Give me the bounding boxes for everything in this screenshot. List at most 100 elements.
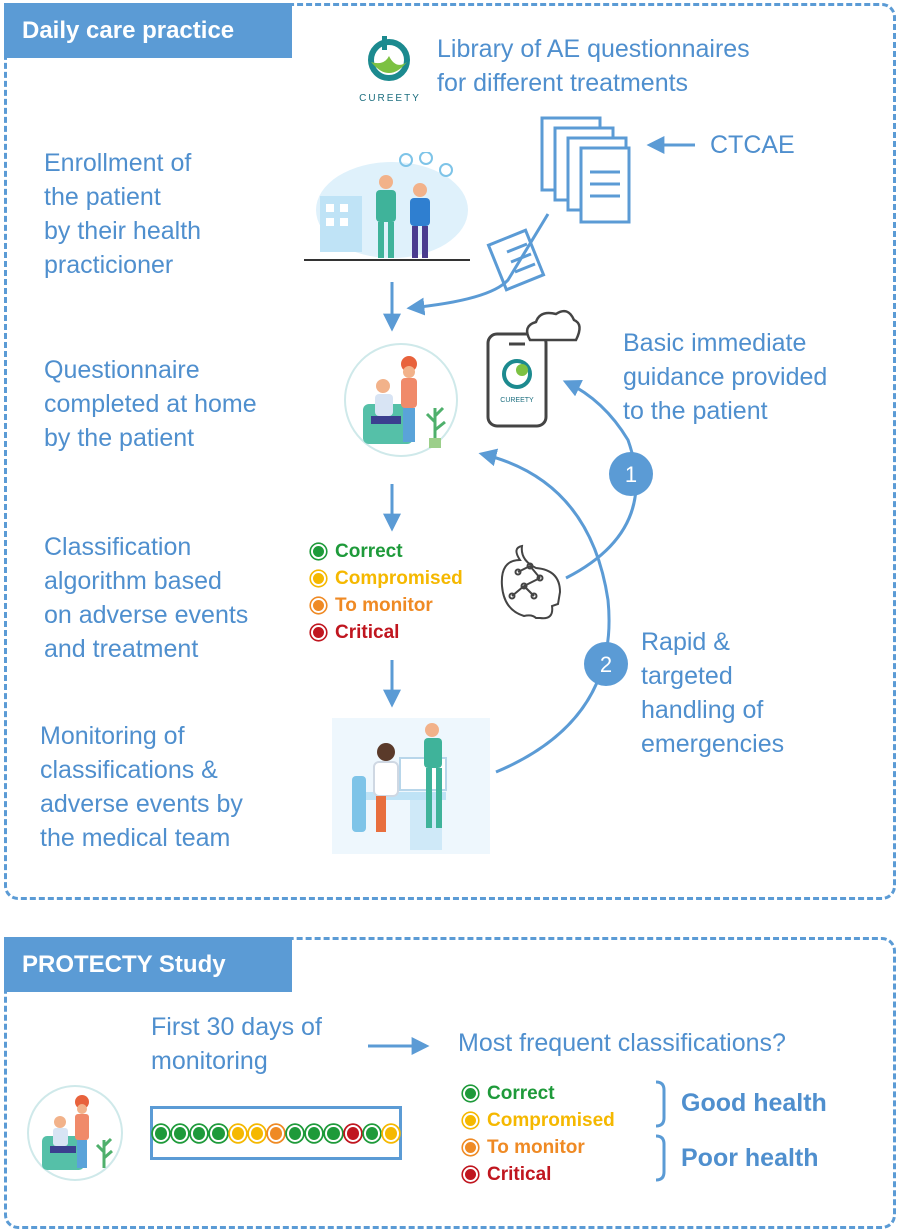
classification-dot-icon (363, 1124, 380, 1142)
classification-dot-icon (382, 1124, 400, 1142)
classification-line: and treatment (44, 635, 199, 663)
library-line-2: for different treatments (437, 69, 689, 97)
legend-label: Compromised (487, 1110, 615, 1131)
document-stack-icon (540, 116, 631, 224)
cloud-icon (525, 309, 581, 342)
to-monitor-dot-icon (311, 598, 326, 613)
monitoring-text: Monitoring of classifications & adverse … (40, 719, 243, 855)
legend-compromised: Compromised (463, 1107, 615, 1134)
classification-dot-icon (152, 1124, 170, 1142)
good-health-bracket (655, 1080, 666, 1128)
monitoring-line: adverse events by (40, 790, 243, 818)
enrollment-illustration (304, 152, 470, 261)
legend-label: To monitor (335, 595, 433, 616)
rapid-line: targeted (641, 662, 733, 690)
legend-critical: Critical (463, 1161, 615, 1188)
classification-dot-icon (210, 1124, 227, 1142)
correct-dot-icon (463, 1086, 478, 1101)
monitoring-line: classifications & (40, 756, 218, 784)
compromised-dot-icon (311, 571, 326, 586)
badge-1-label: 1 (625, 462, 637, 487)
classification-dot-icon (191, 1124, 208, 1142)
rapid-line: handling of (641, 696, 764, 724)
ctcae-label: CTCAE (710, 131, 795, 159)
classification-dot-icon (287, 1124, 304, 1142)
rapid-line: Rapid & (641, 628, 730, 656)
enrollment-line: by their health (44, 217, 202, 245)
legend-label: Correct (487, 1083, 555, 1104)
emergency-curve-arrow (478, 448, 611, 774)
badge-1 (609, 452, 653, 496)
classification-dot-icon (306, 1124, 323, 1142)
classification-line: Classification (44, 533, 192, 561)
library-line-1: Library of AE questionnaires (437, 35, 750, 63)
phone-app-logo-icon (502, 359, 532, 389)
rapid-line: emergencies (641, 730, 785, 758)
enrollment-text: Enrollment of the patient by their healt… (44, 146, 201, 282)
smartphone-icon (486, 332, 548, 428)
protecty-tab: PROTECTY Study (4, 937, 292, 992)
correct-dot-icon (311, 544, 326, 559)
classification-dot-icon (267, 1124, 285, 1142)
legend-to-monitor: To monitor (311, 592, 463, 619)
legend-critical: Critical (311, 619, 463, 646)
badge-2 (584, 642, 628, 686)
to-monitor-dot-icon (463, 1140, 478, 1155)
monitoring-line: Monitoring of (40, 722, 185, 750)
first-30-line-1: First 30 days of (151, 1013, 322, 1041)
critical-dot-icon (311, 625, 326, 640)
protecty-frame (4, 937, 896, 1229)
critical-dot-icon (463, 1167, 478, 1182)
rapid-handling-text: Rapid & targeted handling of emergencies (641, 625, 784, 761)
questionnaire-line: completed at home (44, 390, 257, 418)
legend-label: Critical (335, 622, 400, 643)
guidance-line: to the patient (623, 397, 768, 425)
legend-label: Correct (335, 541, 403, 562)
patient-at-home-illustration (344, 343, 458, 457)
guidance-line: guidance provided (623, 363, 828, 391)
classification-text: Classification algorithm based on advers… (44, 530, 248, 666)
cureety-logo-icon (368, 36, 410, 81)
phone-logo-text: CUREETY (500, 397, 534, 404)
classification-line: algorithm based (44, 567, 222, 595)
questionnaire-line: by the patient (44, 424, 195, 452)
legend-correct: Correct (463, 1080, 615, 1107)
classification-dot-icon (325, 1124, 342, 1142)
guidance-text: Basic immediate guidance provided to the… (623, 326, 827, 428)
classification-dot-icon (229, 1124, 246, 1142)
guidance-line: Basic immediate (623, 329, 807, 357)
classification-legend: Correct Compromised To monitor Critical (311, 538, 463, 646)
compromised-dot-icon (463, 1113, 478, 1128)
enrollment-line: practicioner (44, 251, 174, 279)
legend-label: Critical (487, 1164, 552, 1185)
enrollment-line: the patient (44, 183, 161, 211)
cureety-logo-text: CUREETY (359, 93, 421, 104)
medical-team-illustration (332, 718, 490, 854)
first-30-line-2: monitoring (151, 1047, 268, 1075)
legend-correct: Correct (311, 538, 463, 565)
questionnaire-form-icon (486, 228, 546, 292)
poor-health-bracket (655, 1134, 666, 1182)
library-title: Library of AE questionnaires for differe… (437, 32, 750, 100)
questionnaire-line: Questionnaire (44, 356, 200, 384)
daily-classification-strip (150, 1106, 402, 1160)
good-health-label: Good health (681, 1089, 827, 1117)
ai-brain-head-icon (500, 544, 562, 620)
most-frequent-text: Most frequent classifications? (458, 1029, 786, 1057)
monitoring-line: the medical team (40, 824, 231, 852)
protecty-patient-illustration (27, 1085, 123, 1181)
legend-to-monitor: To monitor (463, 1134, 615, 1161)
daily-care-frame (4, 3, 896, 900)
first-30-days-text: First 30 days of monitoring (151, 1010, 322, 1078)
legend-compromised: Compromised (311, 565, 463, 592)
classification-dot-icon (344, 1124, 361, 1142)
classification-line: on adverse events (44, 601, 249, 629)
protecty-legend: Correct Compromised To monitor Critical (463, 1080, 615, 1188)
questionnaire-text: Questionnaire completed at home by the p… (44, 353, 257, 455)
enrollment-line: Enrollment of (44, 149, 192, 177)
poor-health-label: Poor health (681, 1144, 819, 1172)
legend-label: To monitor (487, 1137, 585, 1158)
legend-label: Compromised (335, 568, 463, 589)
classification-dot-icon (248, 1124, 265, 1142)
